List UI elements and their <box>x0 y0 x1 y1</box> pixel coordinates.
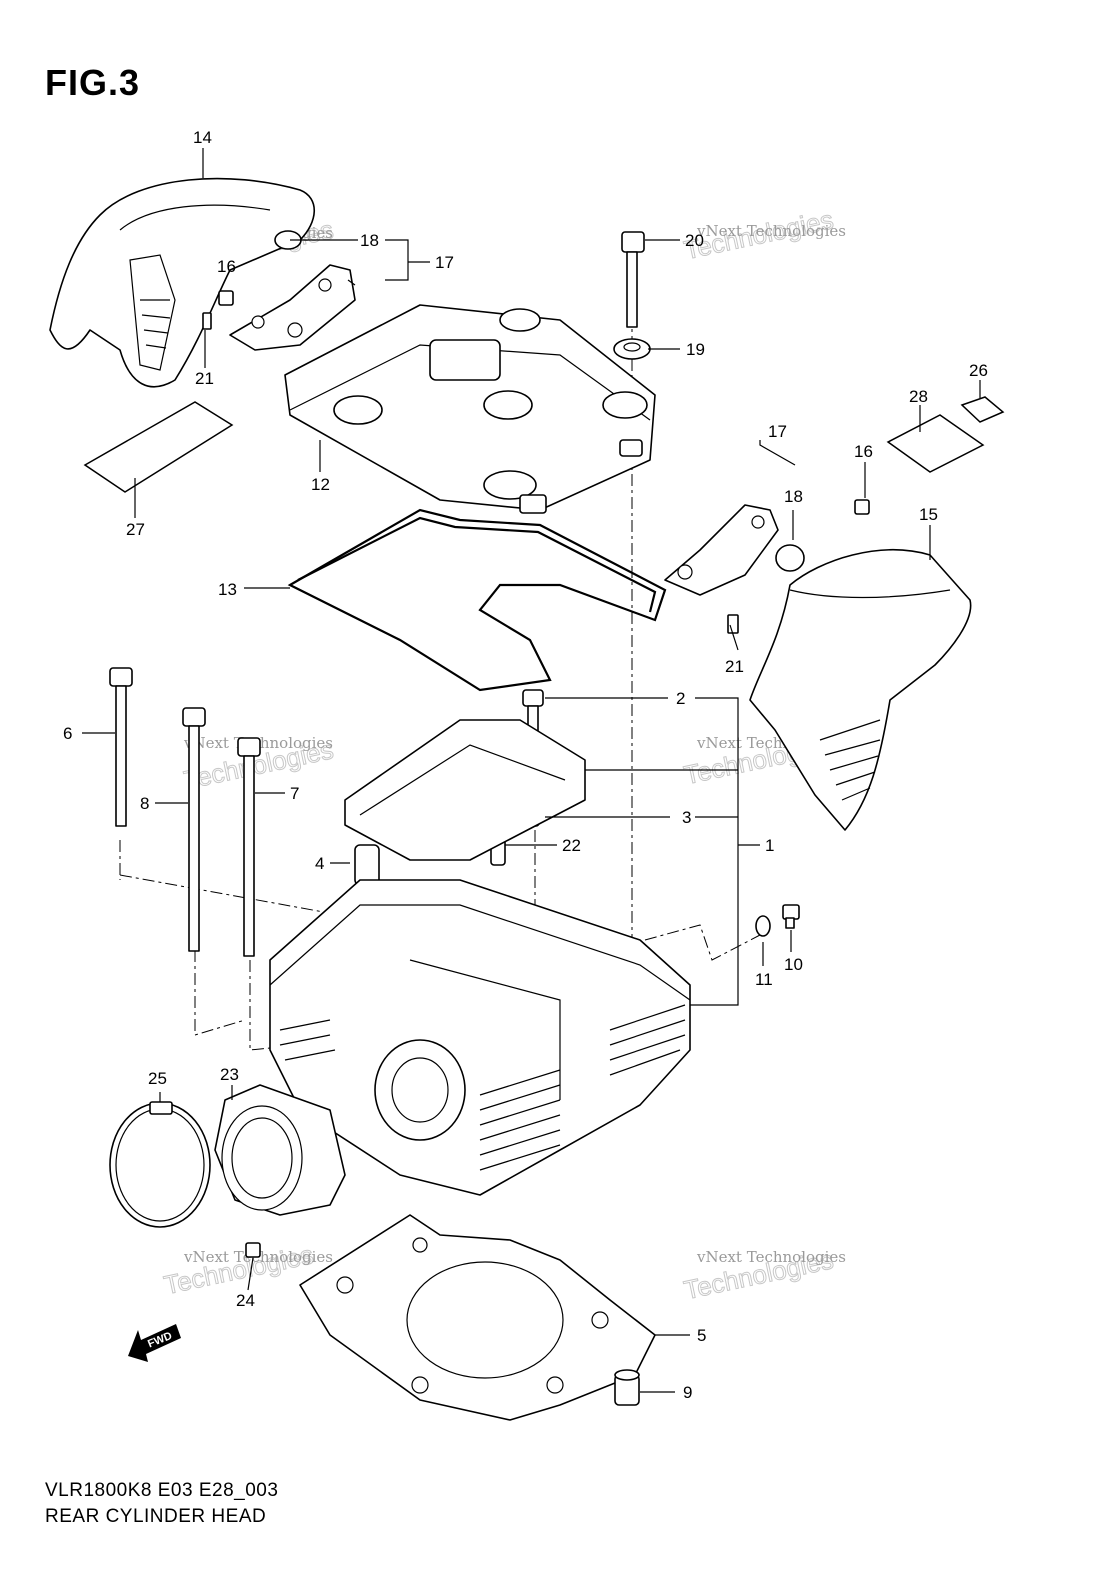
callout-26: 26 <box>969 361 988 380</box>
bolt-6 <box>109 667 133 827</box>
callout-9: 9 <box>683 1383 692 1402</box>
callout-4: 4 <box>315 854 324 873</box>
callout-27: 27 <box>126 520 145 539</box>
callout-19: 19 <box>686 340 705 359</box>
callout-16-right: 16 <box>854 442 873 461</box>
bolt-8 <box>182 707 206 952</box>
callout-21-right: 21 <box>725 657 744 676</box>
bolt-20 <box>621 231 645 328</box>
left-fasteners <box>202 290 234 330</box>
pad-26 <box>960 396 1005 423</box>
watermark-text: vNext Technologies <box>696 222 846 240</box>
left-head-cover <box>49 177 315 388</box>
callout-24: 24 <box>236 1291 255 1310</box>
callout-8: 8 <box>140 794 149 813</box>
figure-title: FIG.3 <box>45 62 141 103</box>
callout-17-left: 17 <box>435 253 454 272</box>
callout-3: 3 <box>682 808 691 827</box>
callout-11: 11 <box>755 970 773 989</box>
callout-16-left: 16 <box>217 257 236 276</box>
callout-2: 2 <box>676 689 685 708</box>
cam-holder <box>344 719 586 861</box>
cylinder-head <box>269 879 691 1196</box>
forward-arrow-icon: FWD <box>128 1324 181 1362</box>
right-head-cover <box>749 549 972 831</box>
cylinder-head-cover <box>284 304 656 514</box>
watermark-text: vNext Technologies <box>696 1248 846 1266</box>
callout-5: 5 <box>697 1326 706 1345</box>
intake-pipe-23 <box>214 1084 346 1216</box>
callout-14: 14 <box>193 128 212 147</box>
clamp-25 <box>109 1101 211 1228</box>
adjuster-4 <box>354 844 380 886</box>
head-cover-gasket <box>287 508 667 692</box>
callout-22: 22 <box>562 836 581 855</box>
washer-19 <box>613 338 651 360</box>
callout-17-right: 17 <box>768 422 787 441</box>
callout-20: 20 <box>685 231 704 250</box>
callout-18-left: 18 <box>360 231 379 250</box>
bolt-24 <box>245 1242 261 1258</box>
callout-1: 1 <box>765 836 774 855</box>
callout-13: 13 <box>218 580 237 599</box>
callout-12: 12 <box>311 475 330 494</box>
callout-28: 28 <box>909 387 928 406</box>
pad-28 <box>886 414 985 473</box>
callout-10: 10 <box>784 955 803 974</box>
washer-11 <box>755 915 771 937</box>
callout-7: 7 <box>290 784 299 803</box>
callout-18-right: 18 <box>784 487 803 506</box>
dowel-9 <box>614 1369 640 1406</box>
bolt-10 <box>782 904 800 929</box>
model-code: VLR1800K8 E03 E28_003 <box>45 1480 279 1501</box>
leader-lines <box>82 148 981 1393</box>
bolt-7 <box>237 737 261 957</box>
pad-27 <box>83 401 234 493</box>
head-gasket-5 <box>299 1214 656 1421</box>
callout-21-left: 21 <box>195 369 214 388</box>
callout-labels: 14 18 17 16 21 12 27 13 20 19 26 28 17 1… <box>63 128 988 1402</box>
right-bracket <box>664 499 870 634</box>
callout-6: 6 <box>63 724 72 743</box>
callout-25: 25 <box>148 1069 167 1088</box>
figure-name: REAR CYLINDER HEAD <box>45 1506 267 1527</box>
callout-23: 23 <box>220 1065 239 1084</box>
callout-15: 15 <box>919 505 938 524</box>
